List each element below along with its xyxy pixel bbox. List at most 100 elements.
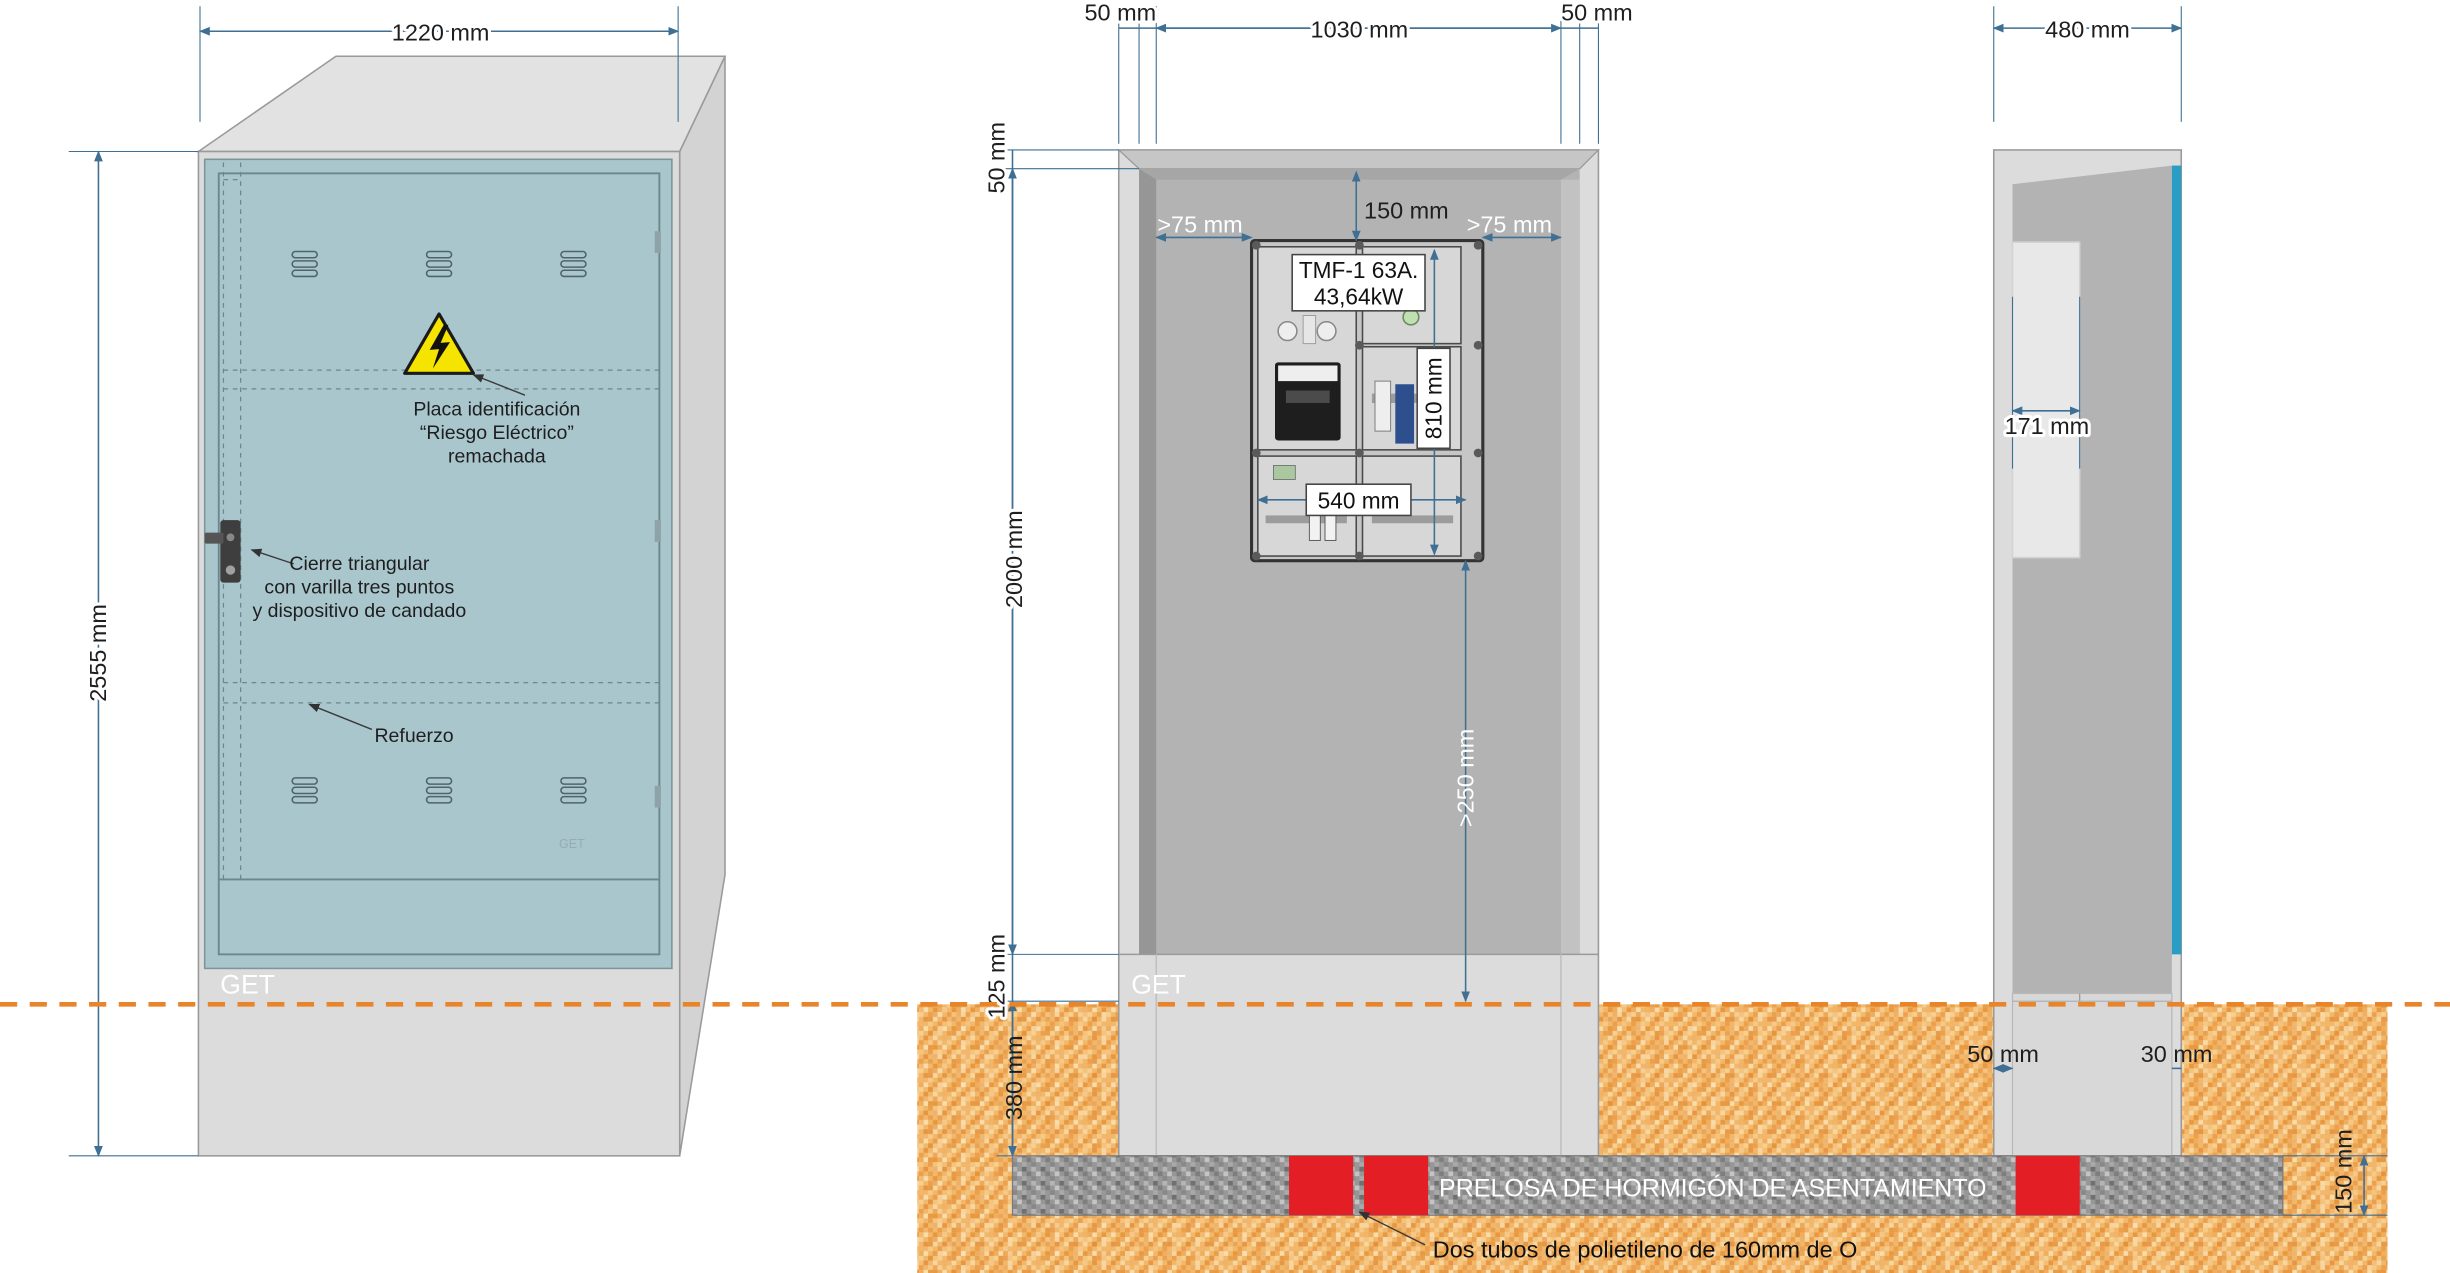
left-wall-width-label: 50 mm [1085, 0, 1157, 25]
vent-slot [291, 795, 318, 804]
meter-display [1285, 390, 1330, 403]
front-wall-thickness-label: 50 mm [1967, 1041, 2039, 1067]
hinges [654, 231, 661, 808]
din-rail [1371, 515, 1454, 524]
fuse-base [1374, 380, 1392, 432]
panel-screw [1473, 240, 1483, 250]
door-edge-strip [2171, 165, 2182, 955]
right-wall-width-label: 50 mm [1561, 0, 1633, 25]
panel-screw [1473, 448, 1483, 458]
door-hinge [654, 785, 661, 808]
buried-depth-label: 380 mm [1001, 1035, 1027, 1120]
terminal-block [1302, 315, 1317, 345]
back-wall-thickness-label: 30 mm [2141, 1041, 2213, 1067]
lock-cylinder [225, 565, 236, 575]
vent-slot [560, 269, 587, 278]
panel-screw [1355, 240, 1364, 250]
cavity-top-shadow [1139, 168, 1580, 180]
vent-slot [425, 786, 453, 795]
panel-screw [1473, 340, 1483, 350]
vent-slot [425, 250, 453, 259]
vent-slot [291, 260, 318, 268]
panel-rating-line-1: TMF-1 63A. [1299, 257, 1419, 283]
top-clearance-label: 150 mm [1364, 198, 1449, 224]
panel-screw [1251, 240, 1261, 250]
panel-width-label-box [1305, 483, 1412, 517]
width-dimension-label: 1220 mm [392, 20, 490, 46]
vent-slot [291, 786, 318, 795]
relay-module [1273, 465, 1296, 480]
warning-label-line-2: “Riesgo Eléctrico” [420, 422, 574, 444]
panel-depth-dimension: 171 mm [2001, 296, 2092, 469]
cavity-right-wall [1560, 179, 1580, 955]
bottom-clearance-label: >250 mm [1452, 729, 1478, 827]
right-clearance-label: >75 mm [1467, 212, 1552, 238]
lightning-bolt-icon [429, 324, 450, 369]
panel-height-label-box [1416, 347, 1451, 450]
meter-panel: TMF-1 63A. 43,64kW 810 mm 540 mm [1250, 238, 1485, 563]
slab-thickness-label: 150 mm [2331, 1129, 2357, 1214]
triangular-lock-icon [204, 520, 241, 583]
door-hinge [654, 231, 661, 254]
blue-fuse-holder [1395, 384, 1415, 444]
high-voltage-warning-icon [403, 312, 475, 375]
dial-icon [1277, 320, 1298, 342]
open-width-dimensions: 50 mm 1030 mm 50 mm [1081, 0, 1636, 144]
panel-height-label: 810 mm [1420, 357, 1446, 439]
panel-rating-label-box [1291, 253, 1426, 312]
cabinet-side-face [678, 55, 726, 1156]
foundation: PRELOSA DE HORMIGÓN DE ASENTAMIENTO Dos … [1011, 1129, 2388, 1262]
side-base [2011, 992, 2173, 1157]
lock-label-line-2: con varilla tres puntos [264, 577, 454, 599]
slab-thickness-dimension: 150 mm [2282, 1129, 2388, 1217]
din-rail [1265, 515, 1347, 524]
vent-slot [425, 269, 453, 278]
vent-slot [560, 777, 587, 785]
front-height-dimension: 2555 mm [68, 150, 199, 1157]
open-view: GET [981, 0, 1636, 1157]
height-dimension-label: 2555 mm [85, 604, 111, 702]
vent-slot [560, 250, 587, 259]
tubes-label-pointer [1358, 1211, 1426, 1246]
cabinet-top-face [195, 55, 727, 153]
warning-label-line-3: remachada [448, 445, 546, 467]
panel-width-label: 540 mm [1318, 487, 1400, 513]
vent-group-bottom [291, 777, 587, 804]
vent-slot [425, 260, 453, 268]
top-wall-thickness-label: 50 mm [984, 122, 1010, 194]
panel-depth-label: 171 mm [2005, 413, 2090, 439]
vent-slot [425, 777, 453, 785]
vent-group-top [291, 250, 587, 278]
cabinet-door [203, 158, 673, 970]
panel-screw [1473, 551, 1483, 561]
front-width-dimension: 1220 mm [198, 6, 680, 122]
polyethylene-tube [2015, 1155, 2080, 1216]
panel-rating-line-2: 43,64kW [1314, 284, 1404, 310]
lock-label-line-3: y dispositivo de candado [252, 600, 466, 622]
reinforcement-label: Refuerzo [374, 725, 453, 747]
lock-triangle-key [226, 533, 235, 542]
side-view: 480 mm 171 mm 50 mm 30 mm [1967, 6, 2213, 1157]
panel-screw [1251, 551, 1261, 561]
panel-screw [1251, 448, 1261, 458]
door-brand-mark: GET [559, 837, 585, 851]
polyethylene-tube [1289, 1155, 1354, 1216]
lock-handle [204, 532, 224, 544]
panel-screw [1355, 340, 1364, 350]
vent-slot [291, 250, 318, 259]
brand-logo-text: GET [220, 969, 275, 999]
cabinet-top-lip [1117, 149, 1600, 170]
lock-label-line-1: Cierre triangular [289, 553, 429, 575]
warning-label-pointer [472, 374, 526, 396]
panel-screw [1355, 551, 1364, 561]
inner-width-label: 1030 mm [1311, 16, 1409, 42]
panel-side-profile [2011, 241, 2081, 559]
panel-screw [1355, 448, 1364, 458]
inner-height-label: 2000 mm [1001, 510, 1027, 608]
side-depth-dimension: 480 mm [1992, 6, 2183, 122]
cavity-left-shadow [1139, 168, 1157, 955]
left-clearance-label: >75 mm [1157, 212, 1242, 238]
lock-body [220, 520, 241, 583]
vent-slot [560, 795, 587, 804]
